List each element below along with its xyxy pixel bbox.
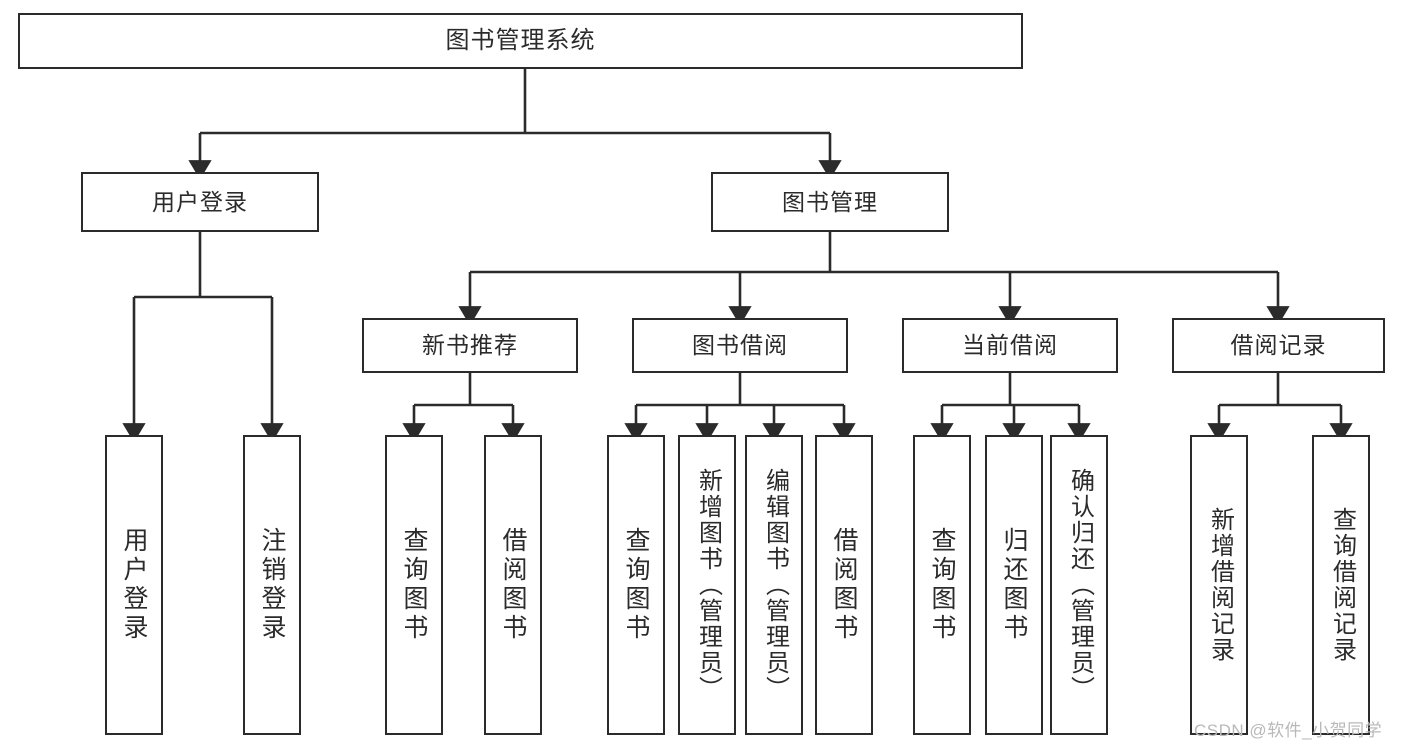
node-leaf-query-book-3[interactable]: 查询图书	[913, 435, 971, 735]
node-leaf-query-book-1-label: 查询图书	[400, 527, 428, 643]
node-leaf-user-login[interactable]: 用户登录	[105, 435, 163, 735]
node-leaf-logout[interactable]: 注销登录	[243, 435, 301, 735]
node-current-borrow[interactable]: 当前借阅	[902, 318, 1118, 373]
node-leaf-confirm-return-label: 确认归还（管理员）	[1066, 468, 1094, 702]
node-new-book-recommend[interactable]: 新书推荐	[362, 318, 578, 373]
node-leaf-borrow-book-2-label: 借阅图书	[830, 527, 858, 643]
node-leaf-query-book-2-label: 查询图书	[622, 527, 650, 643]
node-leaf-borrow-book-1-label: 借阅图书	[499, 527, 527, 643]
node-borrow-record-label: 借阅记录	[1230, 332, 1327, 358]
node-root[interactable]: 图书管理系统	[18, 13, 1023, 69]
csdn-watermark: CSDN @软件_小贺同学	[1194, 721, 1383, 740]
node-leaf-return-book[interactable]: 归还图书	[985, 435, 1043, 735]
node-leaf-query-book-2[interactable]: 查询图书	[607, 435, 665, 735]
node-leaf-query-book-3-label: 查询图书	[928, 527, 956, 643]
node-book-manage[interactable]: 图书管理	[711, 172, 949, 232]
node-user-login[interactable]: 用户登录	[81, 172, 319, 232]
node-user-login-label: 用户登录	[152, 188, 248, 215]
node-book-manage-label: 图书管理	[782, 188, 878, 215]
node-leaf-add-book-admin-label: 新增图书（管理员）	[694, 468, 722, 702]
node-book-borrow-label: 图书借阅	[692, 332, 788, 358]
node-book-borrow[interactable]: 图书借阅	[632, 318, 848, 373]
node-leaf-query-book-1[interactable]: 查询图书	[385, 435, 443, 735]
node-leaf-logout-label: 注销登录	[258, 527, 286, 643]
node-leaf-add-record-label: 新增借阅记录	[1206, 507, 1234, 663]
node-leaf-edit-book-admin[interactable]: 编辑图书（管理员）	[745, 435, 803, 735]
node-new-book-recommend-label: 新书推荐	[422, 332, 518, 358]
node-leaf-query-record-label: 查询借阅记录	[1328, 507, 1356, 663]
node-current-borrow-label: 当前借阅	[962, 332, 1058, 358]
node-leaf-add-book-admin[interactable]: 新增图书（管理员）	[678, 435, 736, 735]
node-leaf-borrow-book-1[interactable]: 借阅图书	[484, 435, 542, 735]
node-borrow-record[interactable]: 借阅记录	[1172, 318, 1385, 373]
node-leaf-add-record[interactable]: 新增借阅记录	[1190, 435, 1248, 735]
node-leaf-user-login-label: 用户登录	[120, 527, 148, 643]
node-root-label: 图书管理系统	[445, 27, 596, 54]
node-leaf-borrow-book-2[interactable]: 借阅图书	[815, 435, 873, 735]
node-leaf-return-book-label: 归还图书	[1000, 527, 1028, 643]
node-leaf-edit-book-admin-label: 编辑图书（管理员）	[761, 468, 789, 702]
node-leaf-confirm-return[interactable]: 确认归还（管理员）	[1050, 435, 1108, 735]
node-leaf-query-record[interactable]: 查询借阅记录	[1312, 435, 1370, 735]
